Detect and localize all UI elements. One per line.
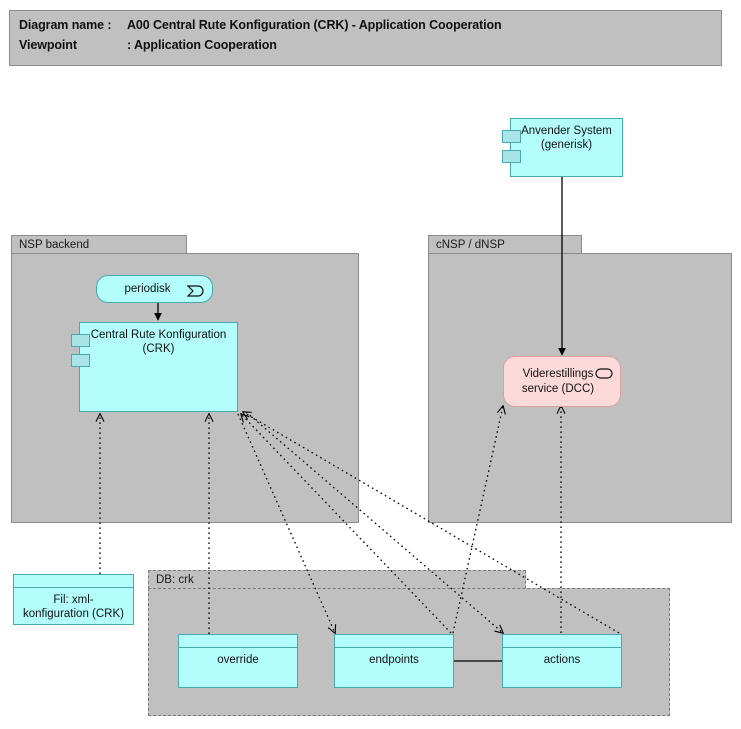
node-actions[interactable]: actions [502,634,622,688]
group-db-crk-tab: DB: crk [148,570,526,589]
node-anvender-system-label: Anvender System (generisk) [521,125,612,152]
node-central-rute-konfiguration-label: Central Rute Konfiguration (CRK) [90,329,227,356]
diagram-title-banner: Diagram name : A00 Central Rute Konfigura… [9,10,722,66]
group-cnsp-dnsp-label: cNSP / dNSP [436,238,505,251]
group-cnsp-dnsp-tab: cNSP / dNSP [428,235,582,254]
group-nsp-backend-label: NSP backend [19,238,90,251]
application-component-icon-2 [71,354,90,367]
group-nsp-backend-tab: NSP backend [11,235,187,254]
node-fil-xml-konfiguration-label: Fil: xml- konfiguration (CRK) [23,594,124,621]
application-event-icon [186,284,205,297]
node-viderestillings-service-label: Viderestillings service (DCC) [521,368,595,395]
node-fil-xml-konfiguration[interactable]: Fil: xml- konfiguration (CRK) [13,574,134,625]
diagram-name-line: Diagram name : A00 Central Rute Konfigura… [19,18,502,32]
node-central-rute-konfiguration[interactable]: Central Rute Konfiguration (CRK) [71,322,238,412]
application-component-icon [71,334,90,347]
node-override[interactable]: override [178,634,298,688]
diagram-name-value: A00 Central Rute Konfiguration (CRK) - A… [127,18,502,32]
group-db-crk-label: DB: crk [156,573,194,586]
viewpoint-line: Viewpoint : Application Cooperation [19,38,277,52]
data-object-icon [335,635,453,648]
application-component-icon [502,130,521,143]
node-actions-label: actions [543,654,581,666]
data-object-icon [14,575,133,588]
viewpoint-key: Viewpoint [19,38,77,52]
node-endpoints[interactable]: endpoints [334,634,454,688]
viewpoint-value: : Application Cooperation [127,38,277,52]
data-object-icon [503,635,621,648]
node-endpoints-label: endpoints [369,654,419,666]
application-service-icon [595,366,613,379]
node-anvender-system[interactable]: Anvender System (generisk) [502,118,623,177]
application-component-icon-2 [502,150,521,163]
node-override-label: override [217,654,259,666]
node-viderestillings-service[interactable]: Viderestillings service (DCC) [503,356,621,407]
node-periodisk-label: periodisk [124,282,171,295]
data-object-icon [179,635,297,648]
node-periodisk[interactable]: periodisk [96,275,213,303]
diagram-name-key: Diagram name : [19,18,112,32]
